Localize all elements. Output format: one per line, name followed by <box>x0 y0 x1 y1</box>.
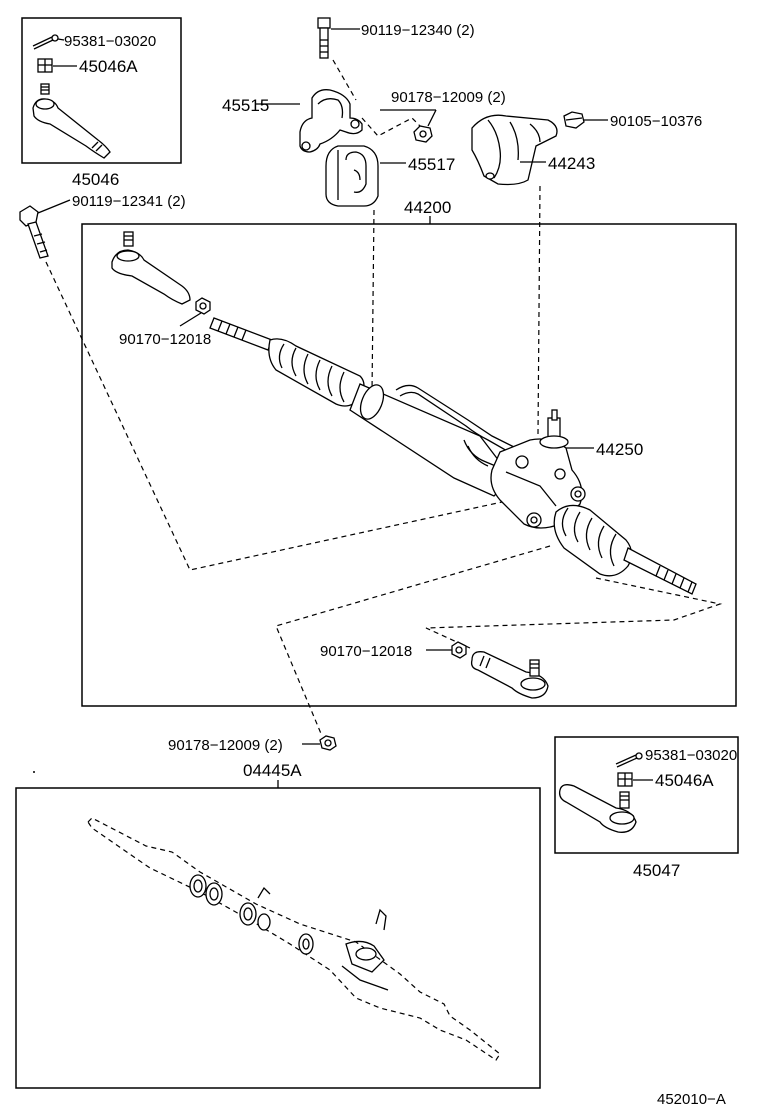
gasket-kit-rack-outline-icon <box>87 817 501 1061</box>
label-45515: 45515 <box>222 96 269 115</box>
diagram-code: 452010−A <box>657 1091 726 1108</box>
label-45046A-a: 45046A <box>79 57 138 76</box>
kit-box-45046 <box>21 17 182 164</box>
rack-grommet-45517-icon <box>325 145 379 207</box>
label-90119-12340: 90119−12340 (2) <box>361 22 475 39</box>
dashed-leader <box>332 59 357 101</box>
label-45047: 45047 <box>633 861 680 880</box>
dashed-leader <box>275 545 551 737</box>
kit-box-04445A <box>15 787 541 1089</box>
label-44243: 44243 <box>548 154 595 173</box>
label-95381-03020-a: 95381−03020 <box>64 33 156 50</box>
tie-rod-end-right-icon <box>470 651 549 699</box>
bolt-90119-12340-icon <box>317 17 331 59</box>
bolt-90119-12341-icon <box>19 205 49 259</box>
heat-insulator-44243-icon <box>471 114 558 186</box>
cotter-pin-icon <box>615 752 643 768</box>
dashed-leader <box>371 209 375 393</box>
label-90119-12341: 90119−12341 (2) <box>72 193 186 210</box>
label-44250: 44250 <box>596 440 643 459</box>
jam-nut-90170-12018-a-icon <box>195 297 211 315</box>
jam-nut-90170-12018-b-icon <box>451 641 467 659</box>
dashed-leader <box>425 577 723 649</box>
label-90178-12009-top: 90178−12009 (2) <box>391 89 506 106</box>
dashed-leader <box>537 185 541 435</box>
nut-90178-12009-icon <box>413 125 433 143</box>
castle-nut-icon <box>617 772 633 787</box>
cotter-pin-icon <box>32 34 59 50</box>
tie-rod-end-icon <box>32 83 111 159</box>
label-90170-12018-b: 90170−12018 <box>320 643 412 660</box>
steering-rack-assembly-icon <box>209 317 697 595</box>
flange-bolt-90105-10376-icon <box>563 111 585 129</box>
tie-rod-end-left-icon <box>111 231 191 305</box>
label-04445A: 04445A <box>243 761 302 780</box>
label-45046A-b: 45046A <box>655 771 714 790</box>
label-90178-12009-bot: 90178−12009 (2) <box>168 737 283 754</box>
assembly-box-44200 <box>81 223 737 707</box>
tie-rod-end-45047-group: 95381−03020 45046A 45047 <box>554 736 739 880</box>
dashed-leader <box>45 261 549 571</box>
kit-box-45047 <box>554 736 739 854</box>
tie-rod-end-45046-group: 95381−03020 45046A 45046 <box>21 17 182 189</box>
castle-nut-icon <box>37 58 53 73</box>
label-90170-12018-a: 90170−12018 <box>119 331 211 348</box>
nut-90178-12009-bottom-icon <box>319 735 337 751</box>
label-90105-10376: 90105−10376 <box>610 113 702 130</box>
label-45046: 45046 <box>72 170 119 189</box>
tie-rod-end-icon <box>558 784 637 833</box>
dashed-leader <box>361 117 421 137</box>
label-44200: 44200 <box>404 198 451 217</box>
label-95381-03020-b: 95381−03020 <box>645 747 737 764</box>
label-45517: 45517 <box>408 155 455 174</box>
clamp-bracket-45515-icon <box>299 89 363 153</box>
